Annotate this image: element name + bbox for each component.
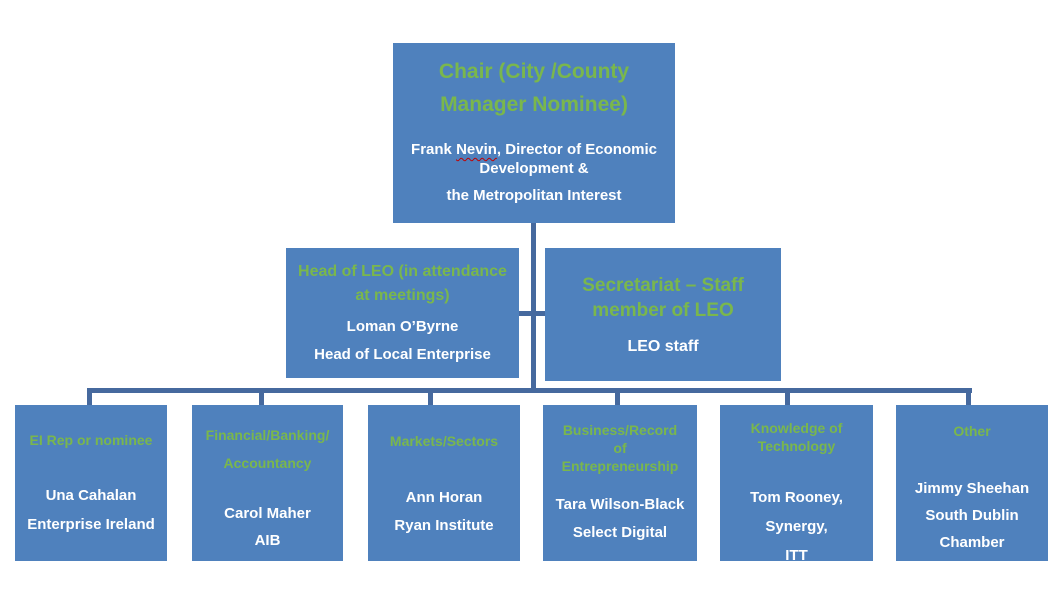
- connector-stub-markets: [428, 392, 433, 406]
- body-line: Jimmy Sheehan: [914, 480, 1030, 497]
- node-title: EI Rep or nominee: [15, 431, 167, 450]
- body-line: Frank Nevin, Director of Economic: [393, 140, 675, 159]
- org-node-knowledge: Knowledge of Technology Tom Rooney, Syne…: [720, 405, 873, 564]
- title-line: EI Rep or nominee: [29, 432, 153, 448]
- title-line: Financial/Banking/: [205, 427, 330, 443]
- body-line: Ryan Institute: [394, 517, 494, 534]
- org-node-ei-rep: EI Rep or nominee Una Cahalan Enterprise…: [15, 405, 167, 561]
- org-node-business: Business/Record of Entrepreneurship Tara…: [543, 405, 697, 561]
- org-node-secretariat: Secretariat – Staff member of LEO LEO st…: [545, 248, 781, 381]
- connector-bottom-distribution: [87, 388, 972, 393]
- body-line: ITT: [785, 547, 808, 564]
- body-line: Ann Horan: [405, 489, 483, 506]
- title-line: Chair (City /County: [438, 60, 630, 83]
- node-body: Carol Maher AIB: [192, 500, 343, 554]
- node-body: Tom Rooney, Synergy, ITT: [720, 483, 873, 570]
- node-title: Secretariat – Staff member of LEO: [545, 248, 781, 323]
- org-node-chair: Chair (City /County Manager Nominee) Fra…: [393, 43, 675, 223]
- connector-middle-horizontal: [519, 311, 545, 316]
- body-line: Enterprise Ireland: [27, 516, 155, 533]
- connector-stub-other: [966, 392, 971, 406]
- node-body: Ann Horan Ryan Institute: [368, 484, 520, 540]
- org-node-markets: Markets/Sectors Ann Horan Ryan Institute: [368, 405, 520, 561]
- connector-stub-business: [615, 392, 620, 406]
- title-line: Markets/Sectors: [389, 433, 499, 449]
- title-line: Technology: [757, 438, 836, 454]
- misspelled-word: Nevin: [456, 141, 497, 158]
- title-line: of: [613, 440, 627, 456]
- body-line: Select Digital: [572, 524, 668, 541]
- body-line: South Dublin Chamber: [925, 507, 1019, 551]
- title-line: at meetings): [355, 287, 450, 304]
- node-body: Frank Nevin, Director of Economic Develo…: [393, 140, 675, 205]
- node-title: Financial/Banking/ Accountancy: [192, 421, 343, 477]
- title-line: Head of LEO (in attendance: [298, 263, 507, 280]
- body-line: Tara Wilson-Black: [555, 496, 685, 513]
- node-title: Other: [896, 422, 1048, 441]
- node-body: Loman O’Byrne Head of Local Enterprise: [286, 313, 519, 369]
- node-body: Tara Wilson-Black Select Digital: [543, 491, 697, 547]
- node-title: Chair (City /County Manager Nominee): [393, 43, 675, 121]
- org-node-other: Other Jimmy Sheehan South Dublin Chamber: [896, 405, 1048, 561]
- connector-chair-vertical: [531, 222, 536, 390]
- body-line: the Metropolitan Interest: [446, 187, 622, 204]
- body-line: Loman O’Byrne: [346, 318, 459, 335]
- body-line: Head of Local Enterprise: [314, 346, 491, 363]
- node-title: Head of LEO (in attendance at meetings): [286, 248, 519, 308]
- body-text: Frank: [411, 141, 457, 158]
- title-line: Accountancy: [223, 455, 312, 471]
- org-node-head-of-leo: Head of LEO (in attendance at meetings) …: [286, 248, 519, 378]
- node-title: Markets/Sectors: [368, 432, 520, 451]
- node-title: Business/Record of Entrepreneurship: [543, 421, 697, 475]
- body-line: Una Cahalan: [45, 487, 137, 504]
- org-node-financial: Financial/Banking/ Accountancy Carol Mah…: [192, 405, 343, 561]
- connector-stub-financial: [259, 392, 264, 406]
- title-line: Secretariat – Staff: [582, 275, 744, 296]
- title-line: Business/Record: [562, 422, 678, 438]
- body-line: Development &: [479, 160, 589, 177]
- body-text: , Director of Economic: [496, 141, 657, 158]
- body-line: LEO staff: [627, 338, 699, 355]
- node-body: Una Cahalan Enterprise Ireland: [15, 481, 167, 539]
- title-line: Knowledge of: [750, 420, 843, 436]
- connector-stub-ei-rep: [87, 392, 92, 406]
- node-body: Jimmy Sheehan South Dublin Chamber: [896, 475, 1048, 556]
- body-line: Carol Maher: [224, 505, 311, 522]
- node-title: Knowledge of Technology: [720, 419, 873, 455]
- node-body: LEO staff: [545, 336, 781, 358]
- connector-stub-knowledge: [785, 392, 790, 406]
- body-line: Synergy,: [765, 518, 828, 535]
- body-line: Tom Rooney,: [750, 489, 843, 506]
- title-line: Manager Nominee): [440, 93, 628, 116]
- title-line: member of LEO: [592, 300, 734, 321]
- title-line: Entrepreneurship: [561, 458, 679, 474]
- title-line: Other: [953, 423, 991, 439]
- body-line: AIB: [254, 532, 281, 549]
